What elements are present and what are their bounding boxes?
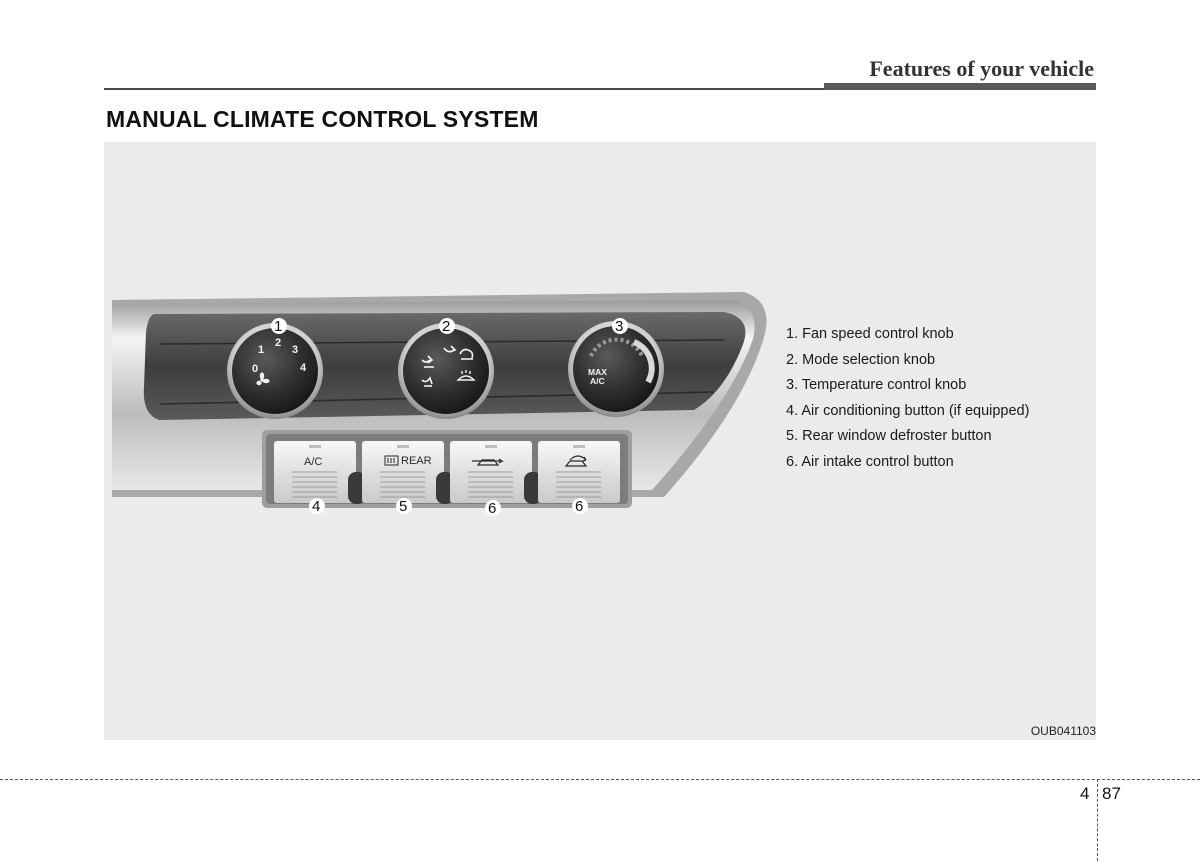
fan-icon [256, 372, 270, 386]
callout-5-number: 5 [399, 498, 407, 515]
button-divider [348, 472, 366, 504]
ac-button-label: A/C [304, 456, 322, 468]
callout-4-number: 4 [312, 498, 320, 515]
callout-5: 5 [396, 498, 412, 515]
callout-1-number: 1 [274, 318, 282, 335]
page-number: 87 [1102, 784, 1121, 803]
recirculate-button[interactable] [538, 441, 620, 503]
callout-6a: 6 [485, 500, 501, 517]
fan-tick-3: 3 [292, 344, 298, 356]
callout-6a-number: 6 [488, 500, 496, 517]
header-rule-accent [824, 83, 1096, 90]
callout-1: 1 [271, 318, 287, 335]
rear-button-label: REAR [401, 455, 432, 467]
climate-control-illustration: 0 1 2 3 4 [112, 292, 767, 517]
defrost-icon [456, 370, 476, 381]
callout-2-number: 2 [442, 318, 450, 335]
legend-item: 5. Rear window defroster button [786, 428, 992, 445]
callout-4: 4 [309, 498, 325, 515]
legend-item: 6. Air intake control button [786, 453, 954, 470]
legend-item: 2. Mode selection knob [786, 351, 936, 368]
callout-3: 3 [612, 318, 628, 335]
callout-3-number: 3 [615, 318, 623, 335]
legend-item: 3. Temperature control knob [786, 377, 967, 394]
face-vent-icon [421, 355, 434, 368]
callout-6b-number: 6 [575, 498, 583, 515]
rear-defroster-button[interactable]: REAR [362, 441, 444, 503]
footer-divider [1097, 779, 1098, 861]
image-code: OUB041103 [1030, 724, 1096, 738]
max-ac-label-line1: MAX [588, 367, 607, 377]
temperature-knob[interactable]: MAX A/C [568, 321, 664, 417]
temperature-scale-warm [632, 339, 655, 384]
temperature-scale [589, 337, 644, 357]
max-ac-label-line2: A/C [590, 376, 605, 386]
fan-tick-2: 2 [275, 337, 281, 349]
footer-rule [0, 779, 1200, 780]
figure-panel: 0 1 2 3 4 [104, 142, 1096, 740]
legend-item: 1. Fan speed control knob [786, 326, 954, 342]
fan-tick-1: 1 [258, 344, 264, 356]
recirculate-button-grip [556, 471, 601, 498]
button-divider [436, 472, 454, 504]
rear-button-grip [380, 471, 425, 498]
section-title: Features of your vehicle [869, 56, 1094, 81]
fan-tick-4: 4 [300, 362, 307, 374]
rear-defrost-icon [384, 455, 399, 466]
floor-vent-icon [421, 376, 433, 387]
fresh-air-icon [472, 458, 504, 466]
chapter-number: 4 [1080, 784, 1090, 803]
fresh-air-button[interactable] [450, 441, 532, 503]
page-heading: MANUAL CLIMATE CONTROL SYSTEM [106, 106, 539, 132]
legend-list: 1. Fan speed control knob 2. Mode select… [786, 324, 1029, 478]
callout-2: 2 [439, 318, 455, 335]
mode-selection-knob[interactable] [398, 323, 494, 419]
legend-item: 4. Air conditioning button (if equipped) [786, 402, 1030, 419]
fan-tick-0: 0 [252, 363, 258, 375]
header-rule [104, 88, 824, 90]
ac-button-grip [292, 471, 337, 498]
ac-button[interactable]: A/C [274, 441, 356, 503]
floor-defrost-icon [459, 348, 474, 360]
button-divider [524, 472, 542, 504]
bi-level-icon [443, 345, 457, 353]
fan-speed-knob[interactable]: 0 1 2 3 4 [227, 323, 323, 419]
recirculate-icon [564, 455, 588, 467]
callout-6b: 6 [572, 498, 588, 515]
fresh-air-button-grip [468, 471, 513, 498]
